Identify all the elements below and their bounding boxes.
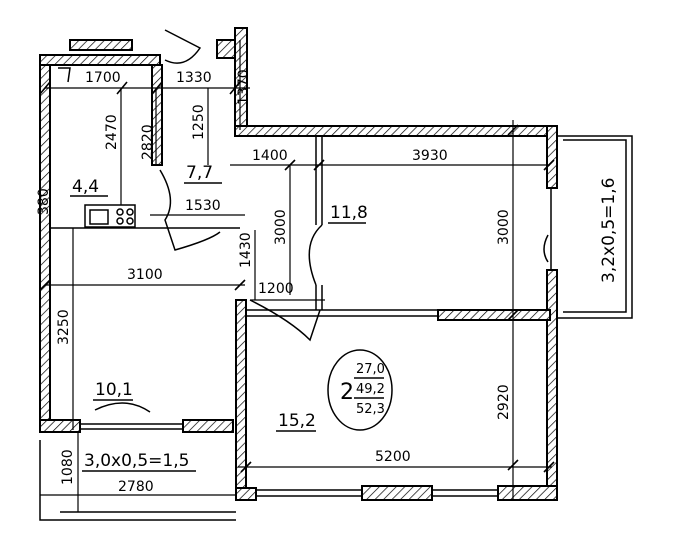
- stove-icon: [84, 204, 136, 228]
- dim-2780: 2780: [118, 479, 154, 495]
- dim-1400: 1400: [252, 148, 288, 164]
- wall-kitchen-living: [235, 299, 247, 501]
- area-with-balcony: 52,3: [356, 402, 385, 417]
- balcony-bottom-outline: [39, 440, 236, 521]
- balcony-bottom-label: 3,0x0,5=1,5: [84, 451, 189, 471]
- balcony-right-inner: [563, 139, 627, 313]
- dim-1250: 1250: [191, 104, 207, 140]
- dim-3000-bedroom: 3000: [273, 209, 289, 245]
- wall-kitchen-bottom-right: [182, 419, 234, 433]
- fixtures: [58, 67, 136, 228]
- wall-bedroom-living: [437, 309, 551, 321]
- dim-5200: 5200: [375, 449, 411, 465]
- room-bath-area: 4,4: [72, 177, 99, 197]
- wall-right-upper: [546, 125, 558, 189]
- wall-top-left: [39, 54, 161, 66]
- wall-top-right: [234, 125, 556, 137]
- living-area: 27,0: [356, 362, 385, 377]
- dim-2920: 2920: [496, 384, 512, 420]
- dim-1430: 1430: [238, 232, 254, 268]
- burner-icon: [126, 208, 134, 216]
- door-kitchen-balcony: [94, 402, 151, 413]
- door-bedroom: [308, 224, 323, 286]
- burner-icon: [116, 208, 124, 216]
- room-labels: 4,4 7,7 11,8 10,1 15,2: [70, 163, 368, 432]
- wall-bath-hall: [151, 64, 163, 166]
- dimension-lines: [39, 40, 555, 512]
- room-kitchen-area: 10,1: [95, 380, 133, 400]
- shower-icon: [58, 67, 71, 83]
- door-balcony-right: [543, 234, 549, 263]
- total-area: 49,2: [356, 382, 385, 397]
- balcony-right-label: 3,2x0,5=1,6: [599, 178, 619, 283]
- wall-bottom-left: [235, 487, 257, 501]
- door-living: [249, 299, 321, 342]
- dim-1200: 1200: [258, 281, 294, 297]
- door-hall: [159, 169, 221, 251]
- apartment-summary: 2 27,0 49,2 52,3: [327, 349, 393, 431]
- dim-3000-right: 3000: [496, 209, 512, 245]
- sink-icon: [89, 209, 109, 225]
- balcony-right-outline: [557, 135, 633, 319]
- dim-1530: 1530: [185, 198, 221, 214]
- wall-bottom-right: [497, 485, 558, 501]
- dim-1370: 1370: [236, 69, 252, 105]
- wall-bottom-mid: [361, 485, 433, 501]
- dimension-labels: 1700 1330 1370 2470 2820 1250 1400 3930 …: [36, 69, 512, 495]
- room-living-area: 15,2: [278, 411, 316, 431]
- room-bedroom-area: 11,8: [330, 203, 368, 223]
- partitions: [39, 135, 633, 521]
- burner-icon: [116, 217, 124, 225]
- room-hall-area: 7,7: [186, 163, 213, 183]
- door-entrance: [164, 29, 202, 64]
- burner-icon: [126, 217, 134, 225]
- wall-left: [39, 64, 51, 426]
- wall-top-mid: [216, 39, 236, 59]
- dim-3100: 3100: [127, 267, 163, 283]
- wall-right-lower: [546, 269, 558, 501]
- dim-1080: 1080: [60, 449, 76, 485]
- walls: [39, 27, 558, 501]
- dim-380: 380: [36, 188, 52, 215]
- room-count: 2: [340, 380, 354, 405]
- dim-1700: 1700: [85, 70, 121, 86]
- wall-kitchen-bottom-left: [39, 419, 81, 433]
- dim-1330: 1330: [176, 70, 212, 86]
- dim-2820: 2820: [140, 124, 156, 160]
- doors: [94, 29, 549, 413]
- dim-2470: 2470: [104, 114, 120, 150]
- dim-3250: 3250: [56, 309, 72, 345]
- wall-top-vent: [69, 39, 133, 51]
- dim-3930: 3930: [412, 148, 448, 164]
